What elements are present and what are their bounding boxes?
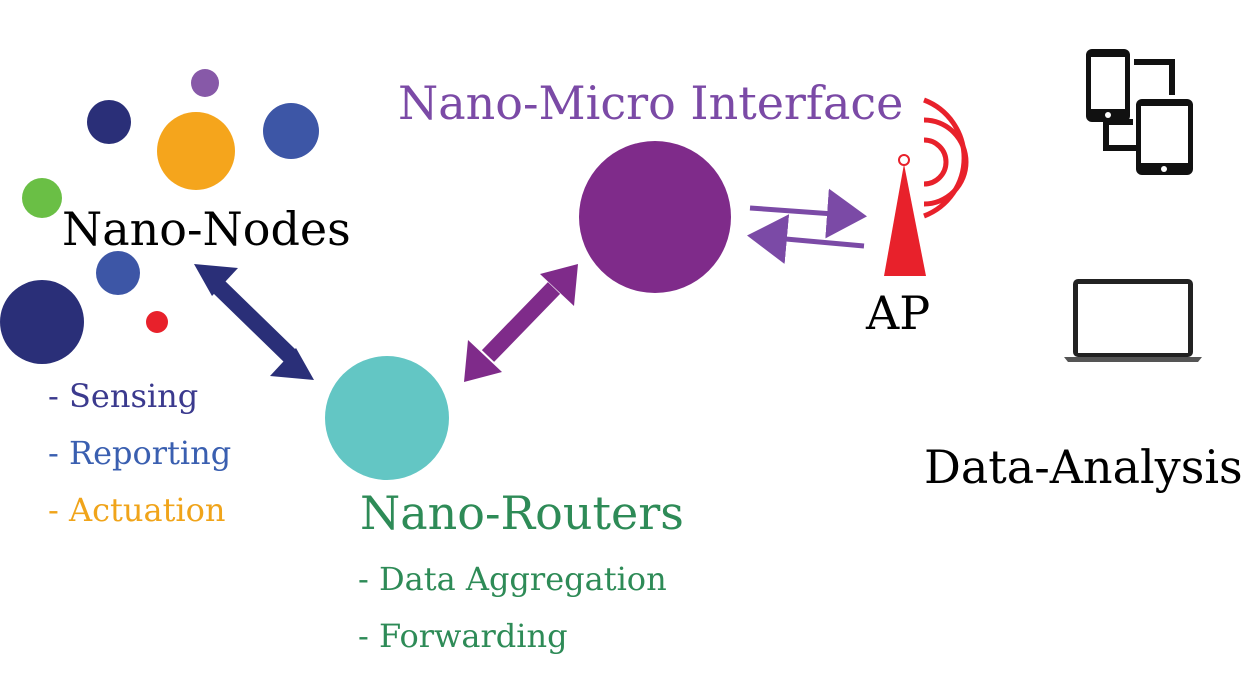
data-analysis-label: Data-Analysis — [924, 440, 1243, 494]
tablet-icon — [1136, 99, 1193, 175]
nano-nodes-label: Nano-Nodes — [62, 202, 351, 256]
nano-node-cluster — [0, 69, 319, 364]
nano-routers-label: Nano-Routers — [360, 486, 684, 540]
nano-routers-function-aggregation: - Data Aggregation — [358, 560, 667, 598]
arrow-to-ap — [749, 188, 867, 239]
nano-router-node — [325, 356, 449, 480]
laptop-icon — [1064, 279, 1202, 362]
antenna-icon — [884, 154, 926, 276]
nano-node-navy-large — [0, 280, 84, 364]
nano-node-red — [146, 311, 168, 333]
nano-nodes-function-actuation: - Actuation — [48, 491, 226, 529]
nano-nodes-function-reporting: - Reporting — [48, 434, 232, 472]
nano-node-navy-small — [87, 100, 131, 144]
nano-node-orange — [157, 112, 235, 190]
arrow-routers-interface — [464, 264, 578, 382]
nano-node-purple-tiny — [191, 69, 219, 97]
nano-node-green — [22, 178, 62, 218]
sync-connector — [1103, 59, 1175, 151]
smartphone-icon — [1086, 49, 1130, 122]
nano-routers-function-forwarding: - Forwarding — [358, 617, 568, 655]
wireless-signal-icon — [923, 97, 969, 219]
arrow-nodes-routers — [194, 264, 314, 380]
arrow-from-ap — [747, 214, 865, 265]
nano-micro-interface-node — [579, 141, 731, 293]
nano-node-blue-middle — [96, 251, 140, 295]
nano-nodes-function-sensing: - Sensing — [48, 377, 199, 415]
ap-label: AP — [866, 286, 931, 340]
nano-micro-interface-label: Nano-Micro Interface — [398, 76, 904, 130]
nano-node-blue-top — [263, 103, 319, 159]
